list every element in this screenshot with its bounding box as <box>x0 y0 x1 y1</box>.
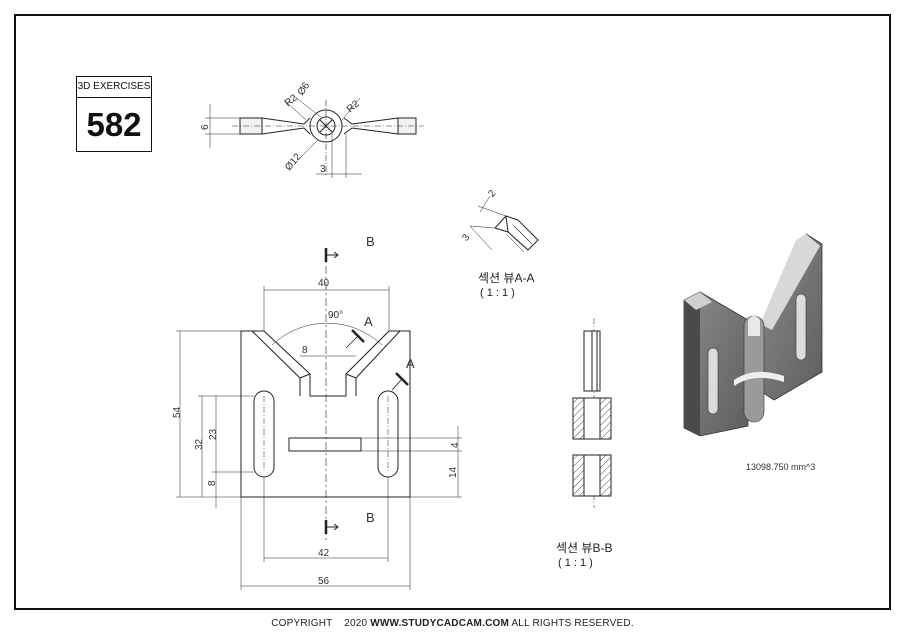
dim-front-56: 56 <box>318 576 330 587</box>
dim-top-r-left: R2 <box>283 92 300 109</box>
cut-label-b-top: B <box>366 234 375 249</box>
section-a-scale: ( 1 : 1 ) <box>480 287 515 299</box>
section-a-title: 섹션 뷰A-A <box>478 271 534 285</box>
dim-top-r-right: R2 <box>345 98 362 115</box>
dim-top-bore: Ø6 <box>296 80 313 98</box>
dim-front-14: 14 <box>448 466 459 478</box>
front-view <box>176 248 462 590</box>
badge-label: 3D EXERCISES <box>77 77 151 98</box>
footer-site: WWW.STUDYCADCAM.COM <box>370 618 509 629</box>
section-a-view <box>469 195 539 253</box>
footer-rights: ALL RIGHTS RESERVED. <box>511 618 634 629</box>
cut-label-a: A <box>364 314 373 329</box>
badge-number: 582 <box>86 106 142 143</box>
dim-front-8b: 8 <box>207 480 218 486</box>
dim-front-8: 8 <box>302 345 308 356</box>
section-b-title: 섹션 뷰B-B <box>556 541 612 555</box>
dim-section-a-3: 3 <box>460 232 472 244</box>
top-view <box>205 95 424 178</box>
dim-front-32: 32 <box>194 438 205 450</box>
exercise-badge: 3D EXERCISES 582 <box>76 76 152 152</box>
cut-label-a2: A <box>406 356 415 371</box>
isometric-view <box>683 233 823 437</box>
copyright-footer: COPYRIGHT 2020 WWW.STUDYCADCAM.COM ALL R… <box>0 618 905 629</box>
dim-front-23: 23 <box>208 428 219 440</box>
footer-copyright: COPYRIGHT <box>271 618 333 629</box>
dim-front-angle: 90° <box>328 310 343 321</box>
cut-label-b-bottom: B <box>366 510 375 525</box>
footer-year: 2020 <box>344 618 368 629</box>
dim-top-outer: Ø12 <box>283 151 304 173</box>
dim-front-40: 40 <box>318 278 330 289</box>
dim-front-54: 54 <box>172 406 183 418</box>
dim-front-42: 42 <box>318 548 330 559</box>
dim-section-a-2: 2 <box>486 188 498 200</box>
dim-top-height: 6 <box>200 124 211 130</box>
dim-top-gap: 3 <box>320 164 326 175</box>
dim-front-4: 4 <box>450 442 461 448</box>
section-b-scale: ( 1 : 1 ) <box>558 557 593 569</box>
sheet-border <box>14 14 891 610</box>
iso-volume: 13098.750 mm^3 <box>746 462 815 472</box>
section-b-view <box>572 318 612 508</box>
